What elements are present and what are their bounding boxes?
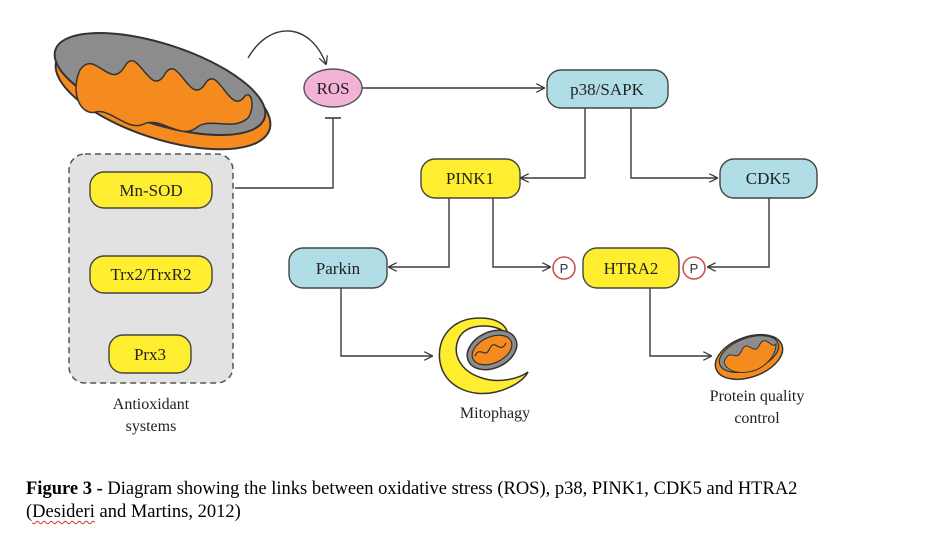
pink1-to-parkin-arrow bbox=[389, 198, 450, 267]
mn-sod-label: Mn-SOD bbox=[119, 181, 182, 200]
mito-to-ros-arrow bbox=[247, 30, 326, 64]
figure-caption: Figure 3 - Diagram showing the links bet… bbox=[26, 478, 922, 524]
citation-rest: and Martins, 2012) bbox=[94, 502, 241, 522]
htra2-label: HTRA2 bbox=[604, 259, 659, 278]
parkin-label: Parkin bbox=[316, 259, 361, 278]
protein-quality-label-line1: Protein quality bbox=[710, 388, 805, 405]
small-mitochondrion-icon bbox=[714, 333, 784, 381]
prx3-node: Prx3 bbox=[108, 334, 192, 374]
trx2-trxr2-node: Trx2/TrxR2 bbox=[89, 255, 213, 294]
p38-to-pink1-arrow bbox=[521, 108, 586, 178]
phospho-label-right: P bbox=[690, 261, 699, 276]
cdk5-to-htra2-arrow bbox=[708, 198, 770, 267]
mn-sod-node: Mn-SOD bbox=[89, 171, 213, 209]
phospho-marker-right: P bbox=[682, 256, 706, 280]
pathway-diagram: ROS p38/SAPK PINK1 CDK5 Parkin HTRA2 P P… bbox=[53, 30, 818, 435]
ros-node: ROS bbox=[303, 68, 363, 108]
phospho-label-left: P bbox=[560, 261, 569, 276]
htra2-node: HTRA2 bbox=[582, 247, 680, 289]
p38-to-cdk5-arrow bbox=[630, 108, 717, 178]
antioxidant-label-line1: Antioxidant bbox=[113, 396, 190, 413]
phospho-marker-left: P bbox=[552, 256, 576, 280]
cdk5-label: CDK5 bbox=[746, 169, 790, 188]
pink1-node: PINK1 bbox=[420, 158, 521, 199]
mitochondrion-icon bbox=[53, 31, 272, 151]
edges bbox=[235, 88, 770, 356]
ros-label: ROS bbox=[316, 79, 349, 98]
citation-author: Desideri bbox=[32, 502, 95, 522]
trx2-trxr2-label: Trx2/TrxR2 bbox=[111, 265, 192, 284]
mitophagy-label: Mitophagy bbox=[460, 405, 530, 422]
parkin-to-mitophagy-arrow bbox=[340, 288, 432, 356]
cdk5-node: CDK5 bbox=[719, 158, 818, 199]
pink1-label: PINK1 bbox=[446, 169, 494, 188]
parkin-node: Parkin bbox=[288, 247, 388, 289]
pink1-to-htra2-arrow bbox=[492, 198, 550, 267]
htra2-to-protein-quality-arrow bbox=[649, 288, 711, 356]
protein-quality-label-line2: control bbox=[734, 410, 780, 427]
citation-open: ( bbox=[26, 502, 33, 522]
antioxidant-label-line2: systems bbox=[126, 418, 177, 435]
p38-sapk-label: p38/SAPK bbox=[570, 80, 644, 99]
mitophagy-icon bbox=[438, 317, 529, 395]
prx3-label: Prx3 bbox=[134, 345, 166, 364]
figure-label: Figure 3 - bbox=[26, 479, 103, 499]
antioxidant-to-ros-inhibit bbox=[235, 118, 334, 189]
caption-text: Diagram showing the links between oxidat… bbox=[107, 479, 798, 499]
p38-sapk-node: p38/SAPK bbox=[546, 69, 669, 109]
